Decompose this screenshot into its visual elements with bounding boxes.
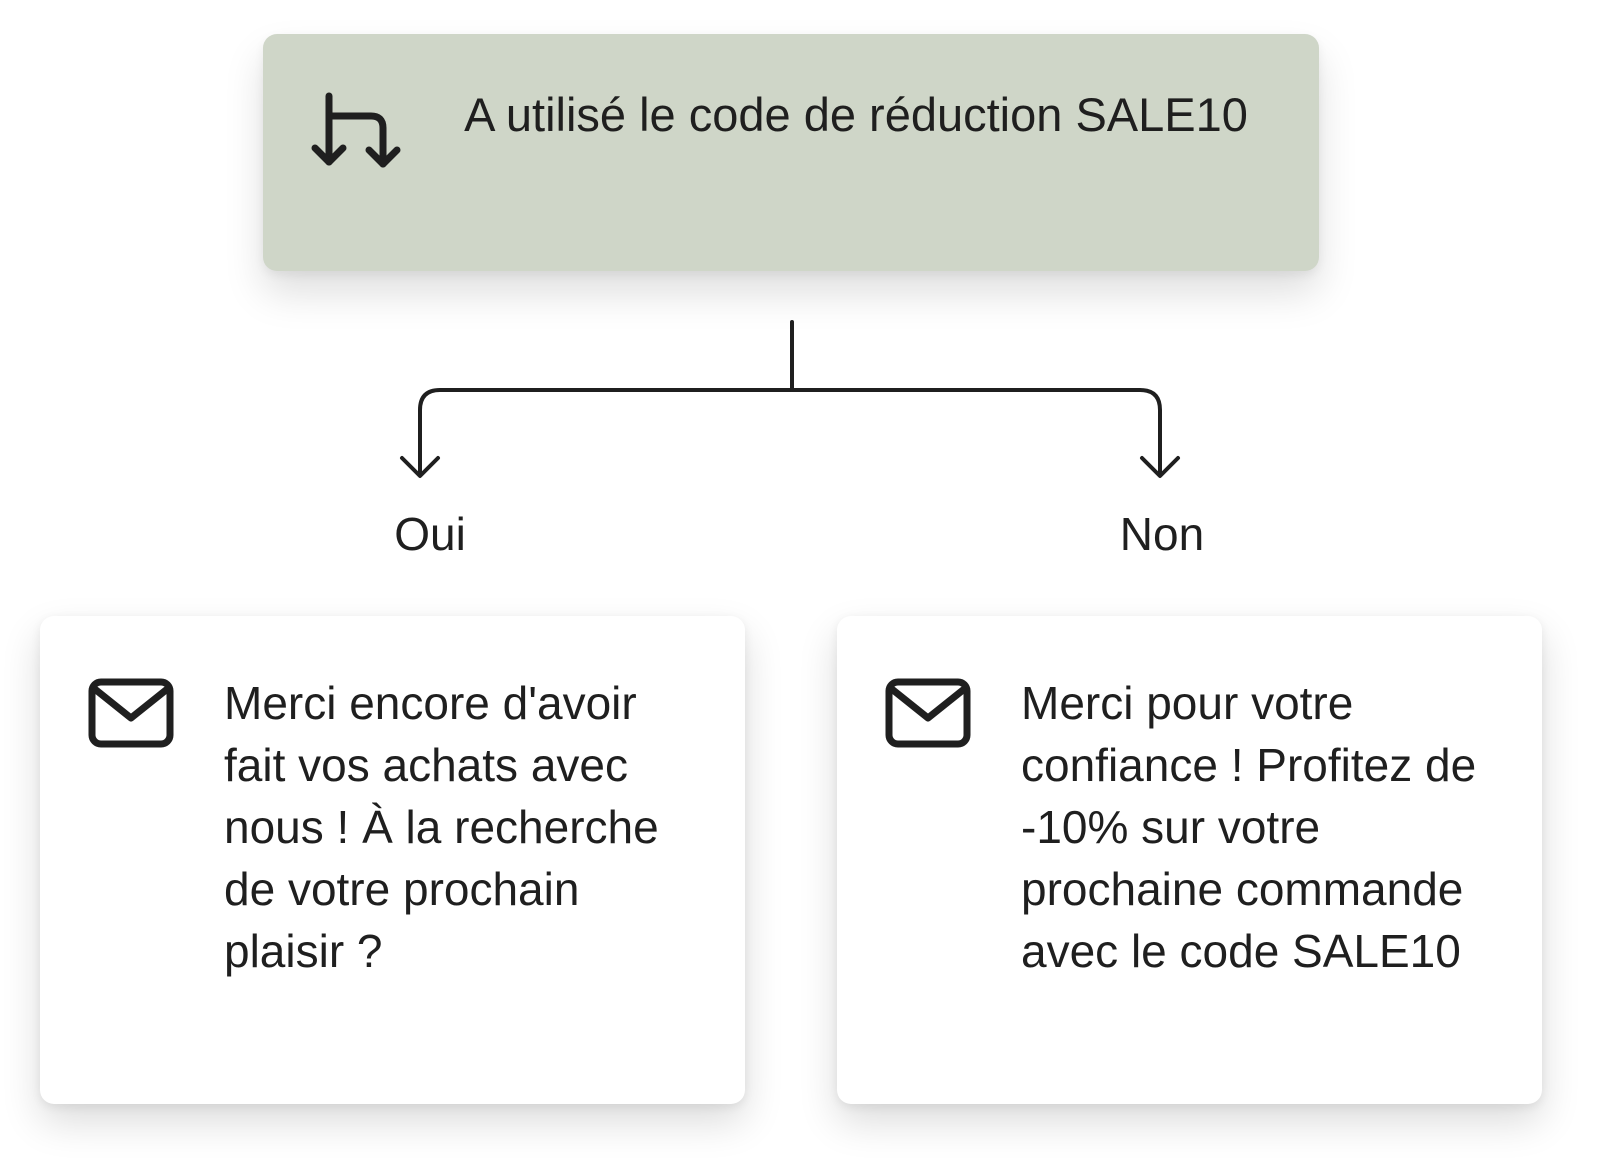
- connector-left-branch: [418, 388, 794, 476]
- mail-icon: [885, 678, 971, 750]
- branch-label-no: Non: [1119, 508, 1205, 560]
- mail-icon: [88, 678, 174, 750]
- arrowhead-right: [1140, 456, 1180, 478]
- message-text-yes: Merci encore d'avoir fait vos achats ave…: [224, 677, 659, 977]
- split-arrows-icon: [311, 92, 403, 176]
- message-text-no: Merci pour votre confiance ! Profitez de…: [1021, 677, 1477, 977]
- arrowhead-left: [400, 456, 440, 478]
- branch-label-yes: Oui: [394, 508, 466, 560]
- message-card-no[interactable]: Merci pour votre confiance ! Profitez de…: [837, 616, 1542, 1104]
- message-card-yes[interactable]: Merci encore d'avoir fait vos achats ave…: [40, 616, 745, 1104]
- condition-label: A utilisé le code de réduction SALE10: [464, 88, 1248, 141]
- connector-right-branch: [790, 388, 1162, 476]
- condition-node[interactable]: A utilisé le code de réduction SALE10: [263, 34, 1319, 271]
